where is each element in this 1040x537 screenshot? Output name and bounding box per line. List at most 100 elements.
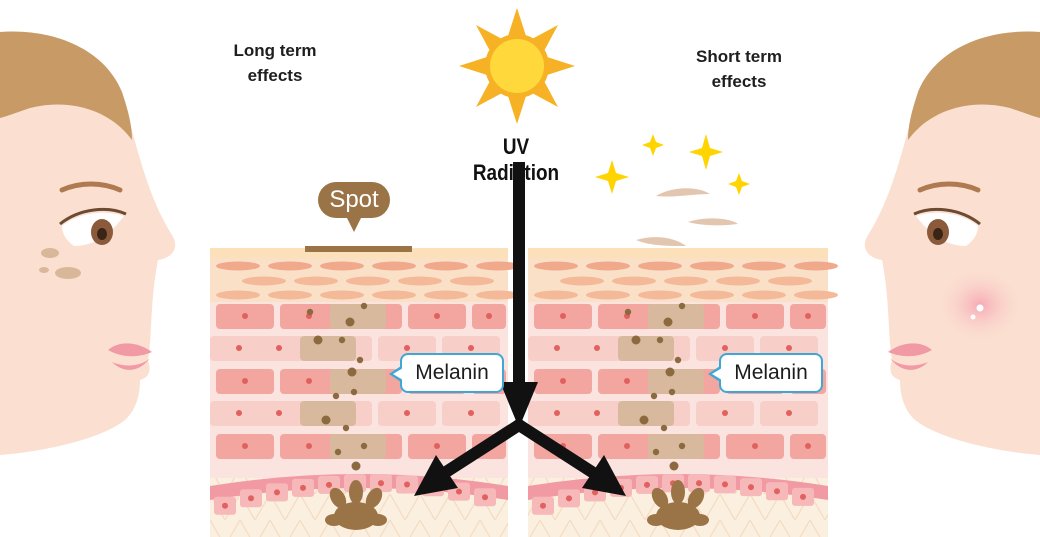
- right-cell-nucleus: [752, 443, 758, 449]
- right-corneum-cell: [716, 276, 760, 286]
- left-cell-nucleus: [486, 313, 492, 319]
- left-cell-nucleus: [306, 378, 312, 384]
- left-basal-nucleus: [482, 494, 488, 501]
- right-basal-nucleus: [748, 484, 754, 491]
- right-corneum-cell: [690, 290, 734, 300]
- left-corneum-cell: [398, 276, 442, 286]
- right-cell-nucleus: [560, 313, 566, 319]
- left-basal-nucleus: [274, 489, 280, 496]
- right-basal-nucleus: [644, 481, 650, 488]
- right-melanin-granule: [660, 424, 668, 432]
- left-basal-nucleus: [378, 480, 384, 487]
- left-cell-nucleus: [306, 443, 312, 449]
- left-face-profile: [0, 31, 176, 455]
- right-corneum-cell: [768, 276, 812, 286]
- left-basal-nucleus: [248, 495, 254, 502]
- left-corneum-cell: [424, 290, 468, 300]
- left-melanin-granule: [338, 336, 346, 344]
- left-melanin-granule: [347, 367, 357, 377]
- left-cell-nucleus: [468, 410, 474, 416]
- left-cell-nucleus: [236, 410, 242, 416]
- right-corneum-cell: [586, 261, 630, 271]
- right-corneum-cell: [742, 290, 786, 300]
- left-melanin-cell: [330, 304, 386, 329]
- left-corneum-cell: [242, 276, 286, 286]
- left-melanin-granule: [332, 392, 340, 400]
- left-corneum-cell: [476, 290, 520, 300]
- short-term-effects-label: Short term effects: [674, 44, 804, 94]
- left-cell-nucleus: [434, 443, 440, 449]
- right-melanin-granule: [668, 388, 676, 396]
- left-melanin-granule: [321, 415, 331, 425]
- left-cell-nucleus: [236, 345, 242, 351]
- left-basal-nucleus: [456, 488, 462, 495]
- right-melanin-cell: [648, 369, 704, 394]
- right-cell-nucleus: [786, 410, 792, 416]
- right-basal-nucleus: [774, 488, 780, 495]
- left-corneum-cell: [372, 261, 416, 271]
- right-melanin-granule: [624, 308, 632, 316]
- right-face-profile: [864, 31, 1040, 455]
- right-cell-nucleus: [554, 410, 560, 416]
- right-corneum-cell: [560, 276, 604, 286]
- melanocyte-right: [647, 480, 709, 530]
- left-cell-nucleus: [468, 345, 474, 351]
- right-eyebrow: [917, 181, 981, 193]
- right-cell-nucleus: [624, 443, 630, 449]
- sun-icon: [459, 8, 575, 124]
- melanocyte-left: [325, 480, 387, 530]
- left-melanin-granule: [356, 356, 364, 364]
- left-basal-nucleus: [326, 481, 332, 488]
- left-melanin-granule: [360, 302, 368, 310]
- left-cell-nucleus: [404, 345, 410, 351]
- left-corneum-cell: [346, 276, 390, 286]
- right-corneum-cell: [664, 276, 708, 286]
- right-basal-nucleus: [800, 493, 806, 500]
- right-melanin-granule: [639, 415, 649, 425]
- right-melanin-granule: [669, 461, 679, 471]
- right-corneum-cell: [638, 261, 682, 271]
- short-term-line2: effects: [711, 72, 767, 91]
- left-melanin-granule: [360, 442, 368, 450]
- melanin-callout-left: Melanin: [389, 353, 504, 393]
- right-melanin-cell: [648, 304, 704, 329]
- left-melanin-granule: [306, 308, 314, 316]
- left-basal-nucleus: [222, 502, 228, 509]
- left-face-spot: [55, 267, 81, 279]
- short-term-line1: Short term: [696, 47, 782, 66]
- sparkle-icon: [595, 134, 750, 195]
- right-melanin-granule: [656, 336, 664, 344]
- right-melanin-cell: [648, 434, 704, 459]
- right-melanin-granule: [631, 335, 641, 345]
- left-cell-nucleus: [434, 313, 440, 319]
- right-melanin-granule: [678, 442, 686, 450]
- long-term-line1: Long term: [233, 41, 317, 60]
- left-corneum-cell: [450, 276, 494, 286]
- right-corneum-cell: [690, 261, 734, 271]
- right-corneum-cell: [794, 290, 838, 300]
- right-corneum-cell: [794, 261, 838, 271]
- right-melanin-granule: [674, 356, 682, 364]
- right-corneum-cell: [612, 276, 656, 286]
- right-hair: [908, 31, 1040, 141]
- right-melanin-cell: [618, 336, 674, 361]
- right-cell-nucleus: [554, 345, 560, 351]
- left-melanin-cell: [300, 336, 356, 361]
- left-corneum-cell: [320, 261, 364, 271]
- right-cell-nucleus: [594, 410, 600, 416]
- left-melanin-granule: [351, 461, 361, 471]
- left-basal-nucleus: [404, 481, 410, 488]
- uv-radiation-label: UV Radiation: [472, 134, 560, 185]
- left-lips: [108, 343, 152, 357]
- left-cell-nucleus: [242, 313, 248, 319]
- right-cell-nucleus: [560, 378, 566, 384]
- right-basal-nucleus: [592, 489, 598, 496]
- peeling-skin-flakes: [636, 188, 738, 246]
- right-melanin-granule: [678, 302, 686, 310]
- right-cell-nucleus: [805, 443, 811, 449]
- left-melanin-granule: [313, 335, 323, 345]
- left-melanin-cell: [300, 401, 356, 426]
- right-melanin-granule: [652, 448, 660, 456]
